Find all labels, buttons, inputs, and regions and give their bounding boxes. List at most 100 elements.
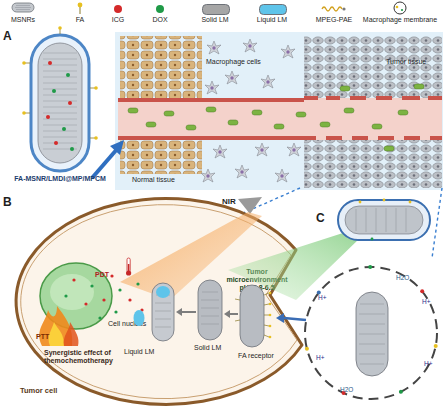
legend-swatch [259, 4, 287, 15]
tissue-panel [115, 32, 443, 190]
nanoparticles-in-vessel [344, 108, 354, 113]
node-label: Tumor microenvironment pH=6.8-6.5 [216, 268, 298, 292]
macrophage-cells [287, 143, 301, 156]
pore-line [43, 77, 77, 78]
coated-nanoparticle [371, 238, 374, 241]
legend-symbols [15, 6, 31, 10]
drug-dot [66, 73, 70, 77]
drug-dot [54, 141, 58, 145]
legend-symbols [401, 9, 403, 11]
drug-dot [46, 115, 50, 119]
nucleus-envelope [40, 263, 112, 329]
coated-nanoparticle [409, 201, 412, 204]
coated-nanoparticle [356, 208, 406, 232]
zoom-lines [432, 188, 442, 258]
coated-nanoparticle [338, 200, 430, 240]
pore-line [43, 65, 77, 66]
panel-letter: B [3, 196, 12, 210]
legend-swatch [202, 4, 230, 15]
cell-membrane-inner [21, 205, 297, 399]
membrane-fragment [368, 265, 372, 269]
silica-rod [38, 43, 82, 163]
nanoparticles-in-vessel [296, 112, 306, 117]
nucleus-core [50, 274, 94, 310]
membrane-fragments [305, 267, 437, 399]
node-label: Cell nucleus [108, 320, 146, 328]
legend-label: DOX [140, 16, 180, 24]
pore-line [43, 107, 77, 108]
macrophage-cells [235, 165, 249, 178]
tissue-label: Tumor tissue [386, 58, 426, 66]
tissue-panel [304, 140, 442, 188]
pore-line [43, 113, 77, 114]
pore-line [43, 125, 77, 126]
drug-dot [52, 89, 56, 93]
fa-ligand [58, 26, 62, 30]
membrane-fragment [342, 391, 346, 395]
nanoparticles-in-vessel [372, 124, 382, 129]
drug-dot [62, 127, 66, 131]
fa-ligand [22, 111, 26, 115]
delivery-arrow [110, 140, 124, 155]
membrane-fragment [434, 344, 438, 348]
nanoparticles-in-vessel [164, 111, 174, 116]
tissue-panel [120, 140, 202, 174]
legend-swatch [156, 5, 164, 13]
pore-line [43, 101, 77, 102]
legend-label: Liquid LM [245, 16, 299, 24]
nanoparticles-in-vessel [186, 125, 196, 130]
fa-ligand [94, 86, 98, 90]
macrophage-cells [201, 169, 215, 182]
legend-label: MSNRs [1, 16, 45, 24]
macrophage-cells [205, 81, 219, 94]
pore-line [43, 131, 77, 132]
coated-nanoparticle [338, 199, 430, 241]
macrophage-cells [281, 45, 295, 58]
node-label: FA-MSNR/LMDI@MP/MPCM [5, 175, 115, 183]
nanoparticle-node: FA-MSNR/LMDI@MP/MPCM [5, 33, 115, 188]
nanoparticles-in-vessel [146, 122, 156, 127]
macrophage-cells [207, 41, 221, 54]
tissue-panel [304, 36, 442, 98]
pore-line [43, 95, 77, 96]
cell-membrane [16, 198, 302, 404]
membrane-coat [31, 35, 89, 171]
macrophage-cells [243, 39, 257, 52]
nanoparticles-in-vessel [252, 110, 262, 115]
pore-line [43, 143, 77, 144]
nuc-outline [38, 258, 153, 340]
macrophage-cells [213, 145, 227, 158]
nanoparticles-in-vessel [398, 110, 408, 115]
coated-nanoparticle [383, 199, 386, 202]
delivery-arrow [92, 148, 118, 178]
blood-vessel [118, 136, 304, 140]
legend-symbols [342, 7, 345, 10]
panel-letter: C [316, 212, 325, 226]
legend-label: Solid LM [190, 16, 240, 24]
coated-nanoparticle [345, 206, 423, 234]
blood-vessel [304, 96, 442, 100]
legend-symbols [78, 3, 83, 8]
capsule-outline [5, 33, 115, 188]
macrophage-cells [261, 75, 275, 88]
node-label: Tumor cell [20, 387, 57, 396]
nanoparticles-in-vessel [320, 122, 330, 127]
legend-label: Macrophage membrane [358, 16, 442, 24]
nanoparticles-in-vessel [128, 84, 424, 151]
panel-letter: A [3, 30, 12, 44]
tumor-cell: Tumor cell Cell nucleus [8, 195, 333, 407]
tissue-panel [120, 36, 202, 98]
pore-line [43, 89, 77, 90]
legend-label: MPEG-PAE [307, 16, 361, 24]
delivery-arrow [92, 140, 124, 178]
legend-swatch [114, 5, 122, 13]
fa-ligand [94, 136, 98, 140]
nanoparticles-in-vessel [206, 107, 216, 112]
nanoparticles-in-vessel [128, 108, 138, 113]
light-label: NIR [222, 197, 236, 206]
pore-line [43, 83, 77, 84]
pore-line [43, 53, 77, 54]
nanoparticles-in-vessel [384, 146, 394, 151]
macrophage-cells [255, 143, 269, 156]
